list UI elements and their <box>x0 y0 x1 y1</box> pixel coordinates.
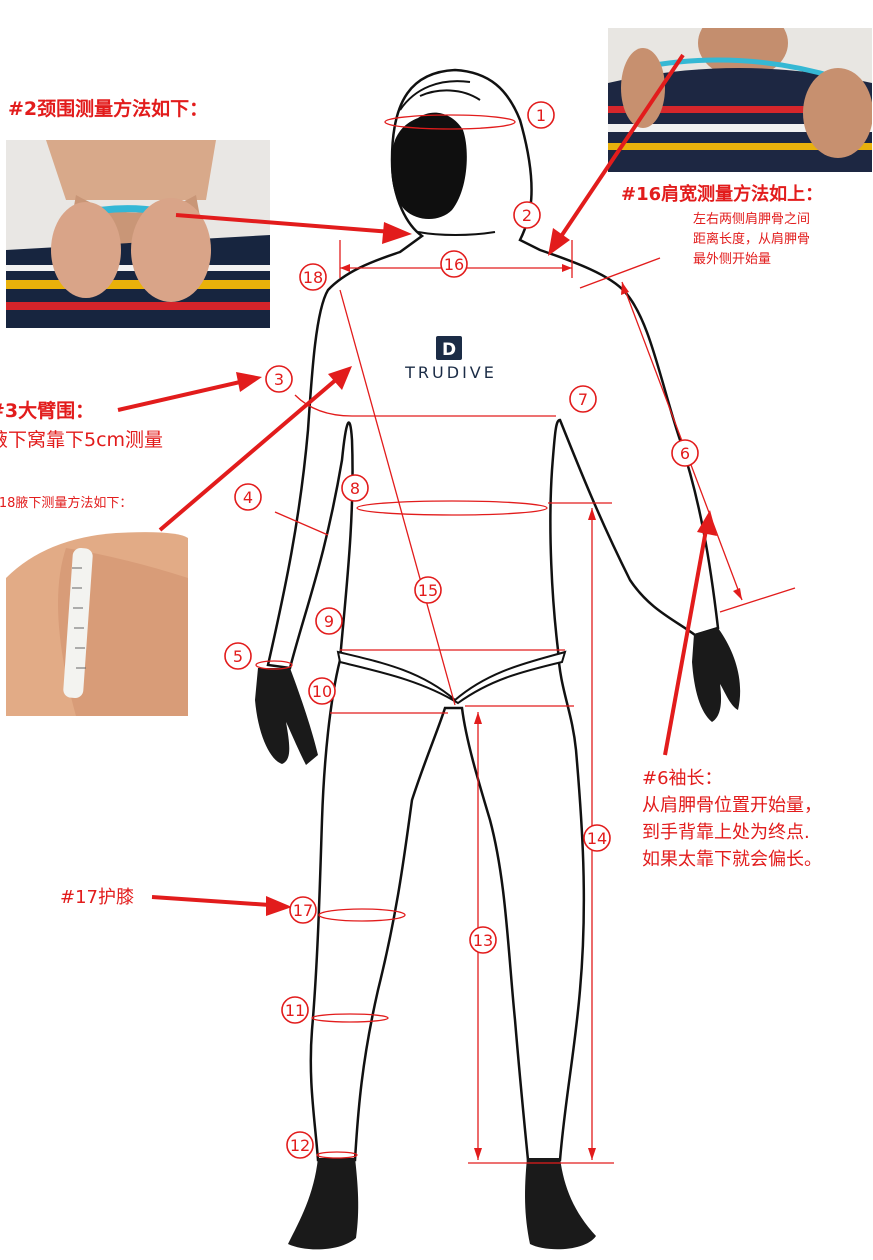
neck-note-title: #2颈围测量方法如下： <box>8 96 208 122</box>
svg-text:15: 15 <box>418 581 438 600</box>
left-boot <box>288 1158 358 1249</box>
shoulder-note-title: #16肩宽测量方法如上： <box>621 182 823 207</box>
sleeve-note-title: #6袖长： <box>642 766 723 791</box>
bicep-note-desc: 腋下窝靠下5cm测量 <box>0 427 163 453</box>
marker-16: 16 <box>441 251 467 277</box>
svg-text:10: 10 <box>312 682 332 701</box>
svg-text:16: 16 <box>444 255 464 274</box>
right-boot <box>525 1158 596 1249</box>
marker-18: 18 <box>300 264 326 290</box>
svg-text:18: 18 <box>303 268 323 287</box>
svg-text:11: 11 <box>285 1001 305 1020</box>
svg-text:6: 6 <box>680 444 690 463</box>
marker-10: 10 <box>309 678 335 704</box>
svg-text:9: 9 <box>324 612 334 631</box>
marker-5: 5 <box>225 643 251 669</box>
svg-text:1: 1 <box>536 106 546 125</box>
shoulder-note-line-3: 最外侧开始量 <box>693 250 771 269</box>
marker-8: 8 <box>342 475 368 501</box>
marker-9: 9 <box>316 608 342 634</box>
right-glove <box>692 628 740 722</box>
svg-text:12: 12 <box>290 1136 310 1155</box>
svg-text:13: 13 <box>473 931 493 950</box>
sleeve-note-line-1: 从肩胛骨位置开始量， <box>642 793 822 818</box>
marker-7: 7 <box>570 386 596 412</box>
svg-text:17: 17 <box>293 901 313 920</box>
marker-13: 13 <box>470 927 496 953</box>
marker-17: 17 <box>290 897 316 923</box>
svg-text:8: 8 <box>350 479 360 498</box>
shoulder-note-line-1: 左右两侧肩胛骨之间 <box>693 210 810 229</box>
marker-3: 3 <box>266 366 292 392</box>
marker-14: 14 <box>584 825 610 851</box>
svg-text:14: 14 <box>587 829 607 848</box>
marker-12: 12 <box>287 1132 313 1158</box>
marker-11: 11 <box>282 997 308 1023</box>
shoulder-note-line-2: 距离长度，从肩胛骨 <box>693 230 810 249</box>
svg-text:7: 7 <box>578 390 588 409</box>
marker-15: 15 <box>415 577 441 603</box>
sleeve-note-line-3: 如果太靠下就会偏长。 <box>642 847 822 872</box>
line-6-end <box>720 588 795 612</box>
svg-text:4: 4 <box>243 488 253 507</box>
marker-2: 2 <box>514 202 540 228</box>
marker-1: 1 <box>528 102 554 128</box>
sleeve-note-line-2: 到手背靠上处为终点. <box>642 820 810 845</box>
knee-note-title: #17护膝 <box>60 885 134 910</box>
svg-text:3: 3 <box>274 370 284 389</box>
bicep-note-title: #3大臂围： <box>0 398 94 424</box>
brand-name: TRUDIVE <box>404 363 497 382</box>
svg-text:5: 5 <box>233 647 243 666</box>
logo-letter: D <box>442 340 456 360</box>
marker-4: 4 <box>235 484 261 510</box>
armpit-note-title: #18腋下测量方法如下： <box>0 494 132 513</box>
svg-text:2: 2 <box>522 206 532 225</box>
left-glove <box>255 668 318 765</box>
marker-6: 6 <box>672 440 698 466</box>
